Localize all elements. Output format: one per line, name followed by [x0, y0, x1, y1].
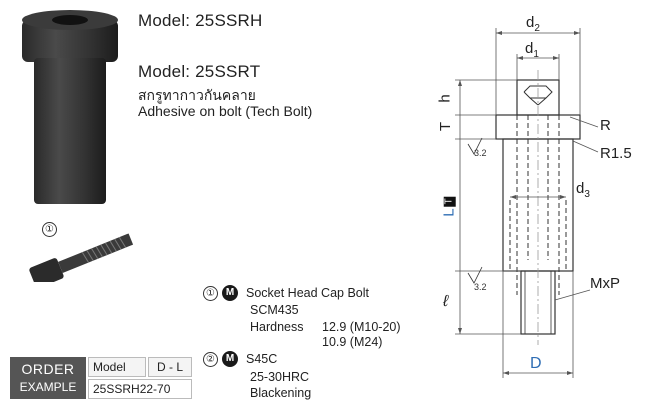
dim-d3: d3: [576, 180, 590, 200]
dim-ell: ℓ: [443, 293, 449, 310]
part-2-finish: Blackening: [250, 386, 312, 400]
order-col-dl: D - L: [148, 357, 192, 377]
label-R: R: [600, 117, 611, 134]
part-2-material: S45C: [246, 352, 278, 366]
dim-T: T: [437, 121, 455, 132]
part-1-name: Socket Head Cap Bolt: [246, 286, 369, 300]
material-badge-icon: M: [222, 351, 238, 367]
bolt-photo: [29, 233, 134, 282]
part-1-spec: ① M Socket Head Cap Bolt: [203, 285, 369, 301]
order-example-value: 25SSRH22-70: [88, 379, 192, 399]
technical-drawing: [455, 28, 599, 378]
adhesive-note: Adhesive on bolt (Tech Bolt): [138, 103, 313, 119]
part-1-hardness-value-2: 10.9 (M24): [322, 335, 383, 349]
order-example-label: ORDER EXAMPLE: [10, 357, 86, 399]
sleeve-photo: [22, 10, 118, 204]
model-25ssrt: Model: 25SSRT: [138, 62, 261, 81]
dim-d2: d2: [526, 14, 540, 34]
part-2-number: ②: [203, 351, 218, 367]
lt-badge: T: [443, 196, 456, 207]
dim-L: L T: [440, 196, 458, 217]
order-col-model: Model: [88, 357, 146, 377]
part-1-material: SCM435: [250, 303, 299, 317]
model-25ssrh: Model: 25SSRH: [138, 11, 263, 30]
material-badge-icon: M: [222, 285, 238, 301]
thai-note: สกรูทากาวกันคลาย: [138, 87, 256, 103]
part-1-hardness-value-1: 12.9 (M10-20): [322, 320, 401, 334]
dim-d1: d1: [525, 40, 539, 60]
dim-D: D: [530, 355, 542, 372]
dim-h: h: [436, 94, 454, 103]
roughness-1: 3.2: [474, 148, 487, 158]
part-1-hardness-label: Hardness: [250, 320, 304, 334]
part-1-number: ①: [203, 285, 218, 301]
label-MxP: MxP: [590, 275, 620, 292]
part-2-spec: ② M S45C: [203, 351, 277, 367]
part-2-hardness: 25-30HRC: [250, 370, 310, 384]
label-R15: R1.5: [600, 145, 632, 162]
bolt-callout-number: ①: [42, 219, 57, 237]
roughness-2: 3.2: [474, 282, 487, 292]
